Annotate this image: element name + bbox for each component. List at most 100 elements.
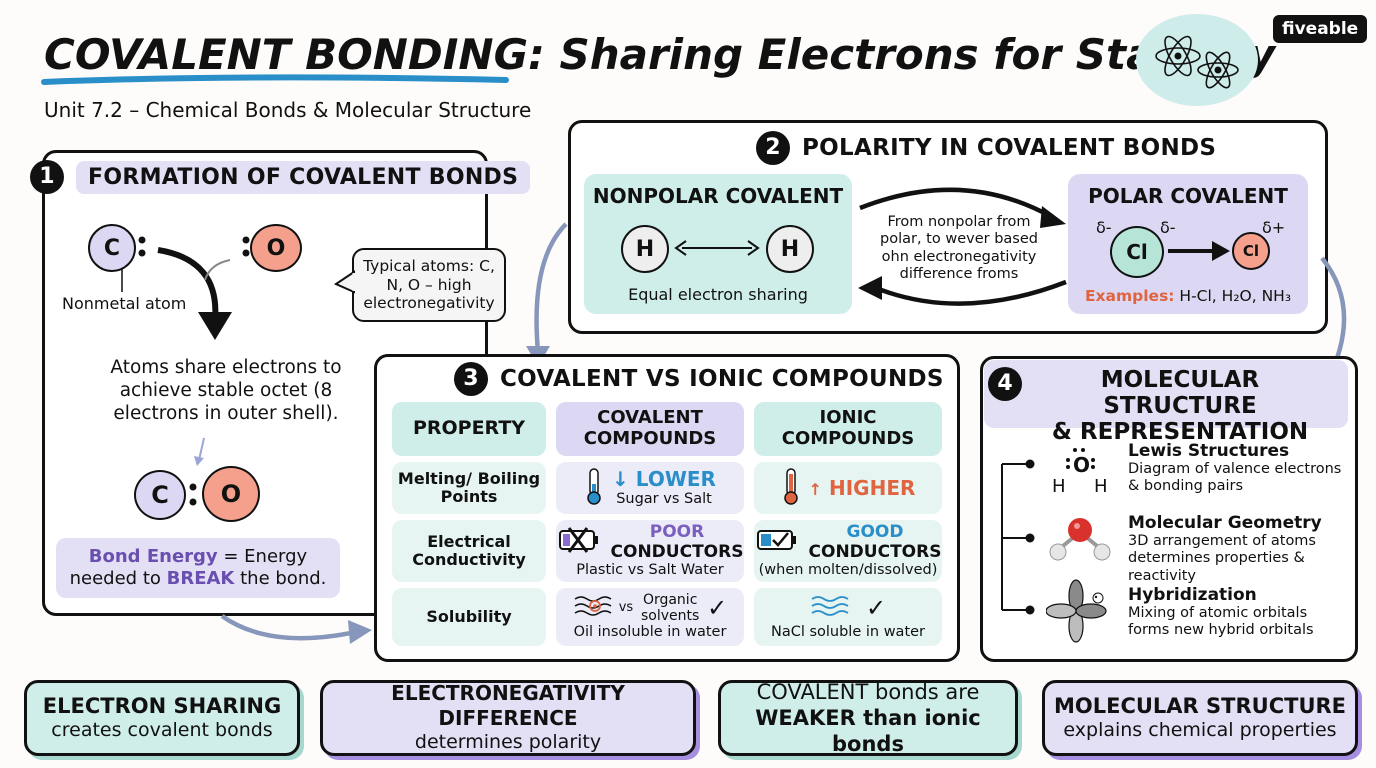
geometry-item: Molecular Geometry 3D arrangement of ato…	[1128, 513, 1350, 585]
checkmark-icon: ✓	[707, 593, 728, 622]
when-molten: (when molten/dissolved)	[758, 562, 938, 579]
nonpolar-caption: Equal electron sharing	[628, 285, 808, 304]
section1-number: 1	[30, 160, 64, 194]
row1-covalent: ↓ LOWER Sugar vs Salt	[556, 462, 744, 514]
formation-arrow	[121, 247, 232, 340]
small-arrow	[194, 437, 205, 466]
good-label: GOOD	[846, 522, 904, 543]
svg-text:H: H	[1052, 476, 1066, 494]
atom-decoration-icon	[1136, 14, 1258, 106]
hybridization-title: Hybridization	[1128, 585, 1257, 605]
vs-label: vs	[618, 600, 634, 616]
organic-solvents: Organic solvents	[641, 592, 700, 624]
oil-insoluble: Oil insoluble in water	[573, 624, 727, 641]
oxygen-atom: O	[250, 224, 302, 272]
header-ionic: IONIC COMPOUNDS	[754, 402, 942, 456]
octet-description: Atoms share electrons to achieve stable …	[110, 357, 342, 425]
section3-header: 3 COVALENT VS IONIC COMPOUNDS	[454, 362, 944, 396]
subtitle: Unit 7.2 – Chemical Bonds & Molecular St…	[44, 98, 532, 122]
delta-minus-1: δ-	[1096, 218, 1112, 237]
polar-arrow	[1168, 241, 1230, 261]
polar-atom-right: Cl	[1232, 232, 1270, 270]
typical-atoms-callout: Typical atoms: C, N, O – high electroneg…	[352, 248, 506, 322]
callout-tail	[334, 270, 356, 294]
lower-label: ↓ LOWER	[612, 467, 716, 492]
section2-number: 2	[756, 131, 790, 165]
row3-ionic: ✓ NaCl soluble in water	[754, 588, 942, 646]
section2-header: 2 POLARITY IN COVALENT BONDS	[756, 131, 1216, 165]
good-conductors: CONDUCTORS	[808, 541, 942, 562]
charged-battery-icon	[755, 526, 801, 558]
svg-text:O: O	[1073, 453, 1090, 477]
section4-timeline	[1001, 459, 1035, 615]
brand-logo[interactable]: fiveable	[1273, 15, 1368, 43]
header-property: PROPERTY	[392, 402, 546, 456]
row2-property: Electrical Conductivity	[392, 520, 546, 582]
section1-header: 1 FORMATION OF COVALENT BONDS	[30, 160, 531, 194]
section3-title: COVALENT VS IONIC COMPOUNDS	[500, 366, 944, 392]
lewis-desc: Diagram of valence electrons & bonding p…	[1128, 461, 1342, 495]
nonpolar-atom-left: H	[621, 225, 669, 273]
polarity-arrows	[858, 187, 1067, 306]
nonmetal-atom-label: Nonmetal atom	[62, 294, 187, 313]
polar-examples: Examples: H-Cl, H₂O, NH₃	[1084, 287, 1292, 305]
nonpolar-atom-right: H	[766, 225, 814, 273]
checkmark-icon: ✓	[865, 593, 887, 622]
polar-atom-left: Cl	[1110, 226, 1164, 278]
bonded-oxygen-atom: O	[202, 466, 260, 522]
water-waves-icon	[810, 593, 852, 623]
oxygen-electrons	[242, 236, 250, 257]
section3-number: 3	[454, 362, 488, 396]
nonpolar-title: NONPOLAR COVALENT	[592, 184, 844, 208]
row2-ionic: GOOD CONDUCTORS (when molten/dissolved)	[754, 520, 942, 582]
title-underline	[41, 74, 509, 85]
nacl-soluble: NaCl soluble in water	[770, 623, 926, 640]
carbon-electrons	[138, 236, 146, 257]
geometry-desc: 3D arrangement of atoms determines prope…	[1128, 533, 1316, 584]
sugar-vs-salt: Sugar vs Salt	[616, 491, 712, 508]
lewis-title: Lewis Structures	[1128, 441, 1290, 461]
row1-property: Melting/ Boiling Points	[392, 462, 546, 514]
row1-ionic: ↑ HIGHER	[754, 462, 942, 514]
bonded-carbon-atom: C	[134, 470, 186, 520]
plastic-vs-salt-water: Plastic vs Salt Water	[576, 562, 724, 579]
lewis-item: Lewis Structures Diagram of valence elec…	[1128, 441, 1348, 496]
dead-battery-icon	[557, 526, 603, 558]
thermometer-cold-icon	[584, 466, 604, 510]
row2-covalent: POOR CONDUCTORS Plastic vs Salt Water	[556, 520, 744, 582]
bond-energy-box: Bond Energy = Energy needed to BREAK the…	[56, 538, 340, 598]
hybridization-item: Hybridization Mixing of atomic orbitals …	[1128, 585, 1350, 640]
section4-header-bg	[984, 360, 1348, 428]
section4-number: 4	[988, 367, 1022, 401]
bond-energy-term: Bond Energy	[88, 545, 218, 567]
hybridization-desc: Mixing of atomic orbitals forms new hybr…	[1128, 605, 1314, 639]
lewis-structure-icon: O H H	[1048, 442, 1112, 497]
polar-title: POLAR COVALENT	[1088, 184, 1288, 208]
delta-minus-2: δ-	[1160, 218, 1176, 237]
carbon-atom: C	[88, 224, 136, 272]
poor-label: POOR	[649, 522, 705, 543]
shared-electrons	[189, 483, 197, 506]
title-main: COVALENT BONDING:	[44, 30, 545, 79]
bond-energy-break: BREAK	[166, 568, 235, 589]
geometry-title: Molecular Geometry	[1128, 513, 1322, 533]
hybridization-icon	[1045, 578, 1116, 644]
oil-water-icon	[573, 593, 613, 623]
row3-covalent: vs Organic solvents ✓ Oil insoluble in w…	[556, 588, 744, 646]
delta-plus: δ+	[1262, 218, 1286, 237]
poor-conductors: CONDUCTORS	[610, 541, 744, 562]
header-covalent: COVALENT COMPOUNDS	[556, 402, 744, 456]
thermometer-hot-icon	[781, 466, 801, 510]
svg-text:H: H	[1094, 476, 1108, 494]
section2-title: POLARITY IN COVALENT BONDS	[802, 135, 1217, 161]
section1-title: FORMATION OF COVALENT BONDS	[76, 160, 531, 194]
section4-title: MOLECULAR STRUCTURE & REPRESENTATION	[1051, 367, 1309, 445]
polarity-middle-text: From nonpolar from polar, to wever based…	[880, 214, 1038, 283]
molecular-geometry-icon	[1044, 512, 1116, 568]
higher-label: ↑ HIGHER	[808, 475, 916, 500]
row3-property: Solubility	[392, 588, 546, 646]
